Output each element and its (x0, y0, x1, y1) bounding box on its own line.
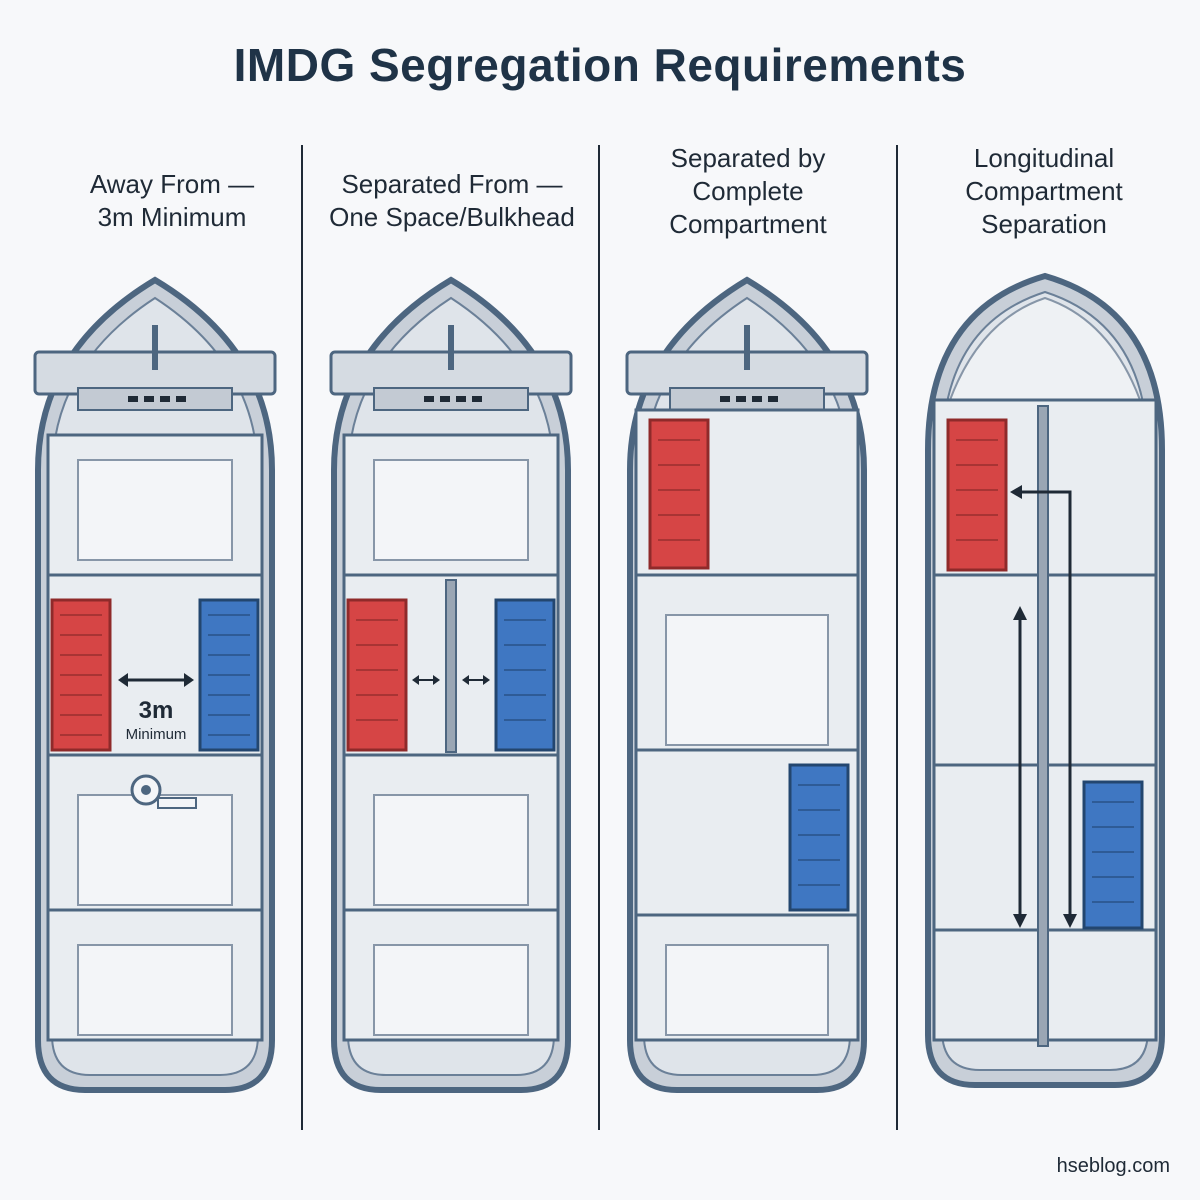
panel-4-title: Longitudinal Compartment Separation (965, 143, 1123, 239)
page-title: IMDG Segregation Requirements (233, 39, 967, 91)
ship-complete-compartment (622, 270, 872, 1200)
measure-label: 3m (139, 697, 174, 724)
blue-container (198, 598, 260, 752)
panel-3-title: Separated by Complete Compartment (669, 143, 827, 239)
tape-measure-icon (130, 774, 197, 809)
panel-2-title: Separated From — One Space/Bulkhead (329, 169, 575, 232)
panel-1-title: Away From — 3m Minimum (89, 169, 255, 232)
ship-away-from: 3m Minimum (30, 270, 280, 1200)
blue-container (788, 763, 850, 912)
panel-divider-2 (598, 145, 600, 1130)
ship-longitudinal (920, 270, 1170, 1200)
red-container (346, 598, 408, 752)
longitudinal-arrows (1010, 485, 1077, 928)
panel-divider-1 (301, 145, 303, 1130)
red-container (946, 418, 1008, 572)
gap-arrows (412, 675, 490, 685)
measure-note: Minimum (126, 726, 187, 743)
blue-container (1082, 780, 1144, 930)
panel-divider-3 (896, 145, 898, 1130)
red-container (648, 418, 710, 570)
red-container (50, 598, 112, 752)
ship-separated-from (326, 270, 576, 1200)
site-credit: hseblog.com (1056, 1155, 1170, 1177)
blue-container (494, 598, 556, 752)
